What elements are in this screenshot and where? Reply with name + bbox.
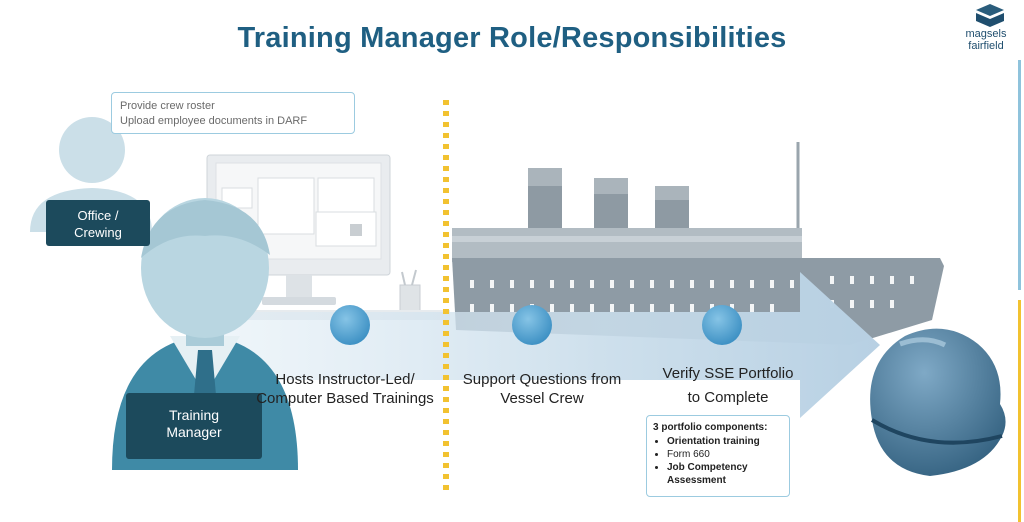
office-responsibilities-callout: Provide crew roster Upload employee docu… bbox=[111, 92, 355, 134]
stage-1-line-1: Hosts Instructor-Led/ bbox=[275, 371, 415, 388]
company-logo: magsels fairfield bbox=[958, 28, 1014, 52]
hard-hat-icon bbox=[870, 328, 1006, 476]
stage-dot-3 bbox=[702, 305, 742, 345]
stage-3-line-1: Verify SSE Portfolio bbox=[662, 365, 794, 382]
portfolio-item: Job Competency bbox=[667, 461, 783, 474]
stage-3-line-2: to Complete bbox=[687, 389, 769, 406]
side-accent-bar-yellow bbox=[1018, 300, 1021, 522]
office-crewing-label: Office / Crewing bbox=[46, 200, 150, 246]
process-arrow bbox=[190, 272, 880, 418]
stage-label-2: Support Questions from Vessel Crew bbox=[447, 370, 637, 408]
portfolio-heading: 3 portfolio components: bbox=[653, 422, 768, 433]
office-label-line-1: Office / bbox=[77, 208, 119, 223]
side-accent-bar-blue bbox=[1018, 60, 1021, 290]
stage-label-3: Verify SSE Portfolio to Complete bbox=[640, 362, 816, 410]
portfolio-item: Form 660 bbox=[667, 448, 783, 461]
tm-label-line-1: Training bbox=[168, 407, 220, 423]
portfolio-item: Assessment bbox=[667, 475, 726, 486]
stage-1-line-2: Computer Based Trainings bbox=[256, 390, 434, 407]
callout-line-1: Provide crew roster bbox=[120, 100, 215, 112]
portfolio-list: Orientation training Form 660 Job Compet… bbox=[653, 435, 783, 487]
stage-2-line-1: Support Questions from bbox=[462, 371, 622, 388]
logo-line-1: magsels bbox=[965, 28, 1007, 40]
training-manager-label: Training Manager bbox=[126, 393, 262, 459]
portfolio-item: Orientation training bbox=[667, 435, 783, 448]
office-label-line-2: Crewing bbox=[74, 225, 122, 240]
tm-label-line-2: Manager bbox=[166, 424, 222, 440]
stage-dot-2 bbox=[512, 305, 552, 345]
callout-line-2: Upload employee documents in DARF bbox=[120, 115, 308, 127]
logo-line-2: fairfield bbox=[968, 40, 1004, 52]
stage-2-line-2: Vessel Crew bbox=[500, 390, 584, 407]
portfolio-components-callout: 3 portfolio components: Orientation trai… bbox=[646, 415, 790, 497]
page-title: Training Manager Role/Responsibilities bbox=[237, 22, 787, 54]
stage-label-1: Hosts Instructor-Led/ Computer Based Tra… bbox=[230, 370, 460, 408]
logo-icon bbox=[976, 4, 1004, 27]
stage-dot-1 bbox=[330, 305, 370, 345]
